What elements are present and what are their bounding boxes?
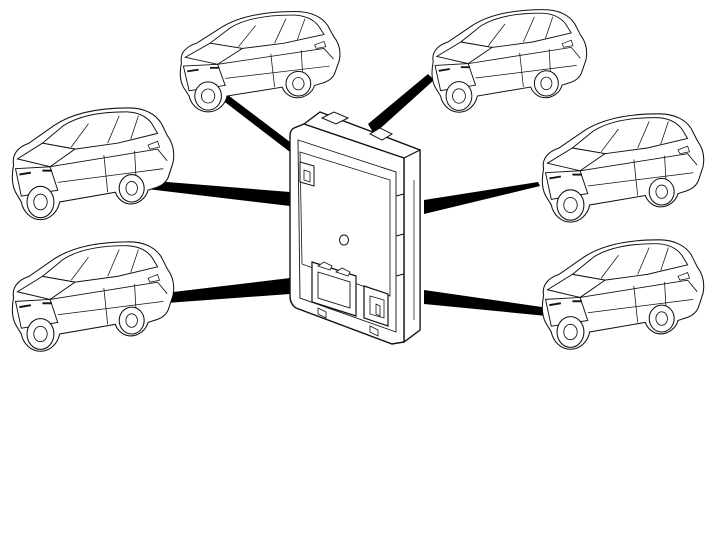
hatchback-rear-view-icon <box>541 238 705 351</box>
car-bottom-right <box>541 238 705 351</box>
connector-small <box>363 285 389 327</box>
car-mid-right <box>541 112 705 224</box>
car-bottom-left <box>11 240 175 353</box>
car-top-left <box>179 10 341 113</box>
hatchback-rear-view-icon <box>179 10 341 113</box>
leader-mid-right <box>424 182 540 214</box>
sedan-rear-view-icon <box>431 8 588 114</box>
car-mid-left <box>11 106 175 221</box>
control-module <box>289 111 421 345</box>
sedan-rear-view-icon <box>541 112 705 224</box>
connector-top <box>299 161 315 187</box>
leader-top-right <box>368 74 434 134</box>
mounting-hole-icon <box>339 234 349 246</box>
car-top-right <box>431 8 588 114</box>
control-module-icon <box>289 111 421 345</box>
wagon-rear-view-icon <box>11 106 175 221</box>
connector-large <box>311 261 357 317</box>
wagon-rear-view-icon <box>11 240 175 353</box>
